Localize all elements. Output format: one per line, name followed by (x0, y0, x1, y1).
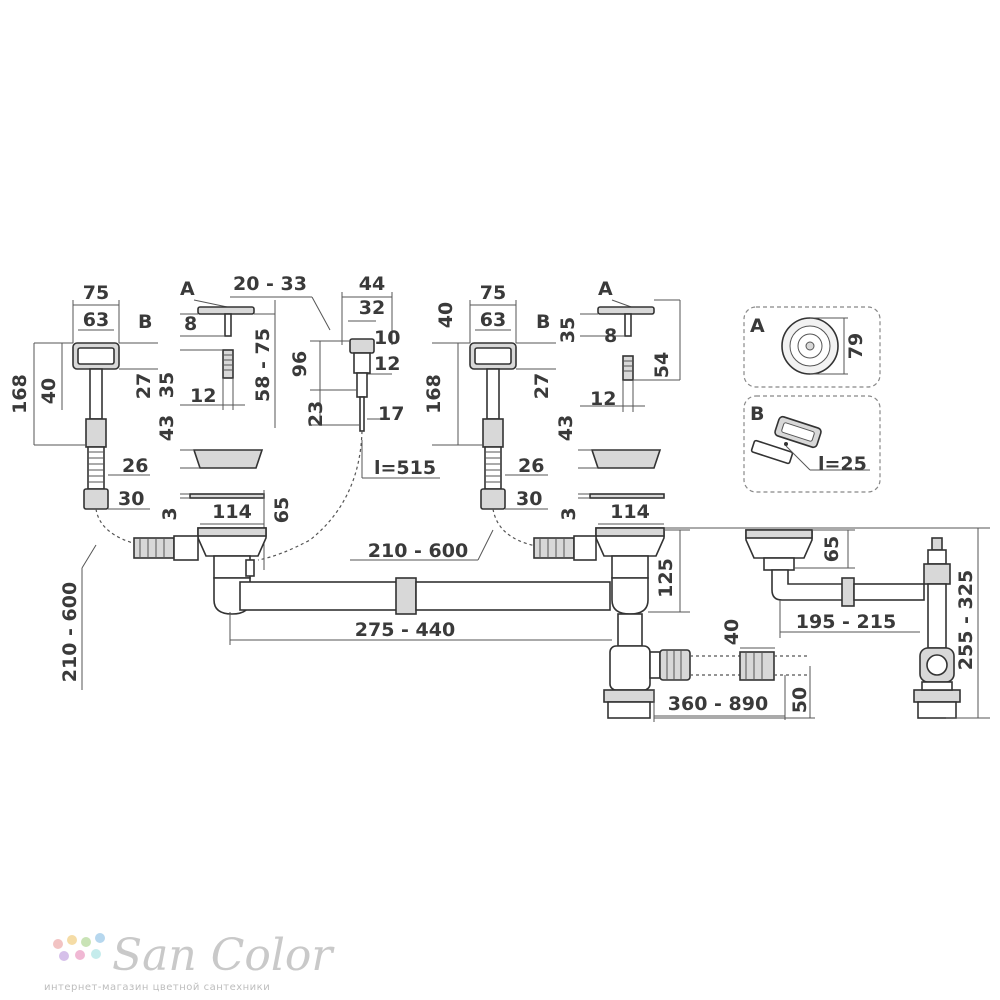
side-dim-195-215: 195 - 215 (796, 611, 896, 633)
detail-a-panel: A 79 (743, 306, 881, 388)
left-dim-3: 3 (159, 507, 181, 520)
left-label-a: A (180, 278, 195, 300)
left-dim-12: 12 (190, 385, 216, 407)
right-overflow-hose-path (492, 508, 537, 547)
popup-dim-10: 10 (374, 327, 400, 349)
right-overflow-assembly: 40 75 63 B 168 27 35 26 30 (423, 282, 579, 510)
left-plug-assembly: A 8 12 35 58 - 75 43 3 114 65 (156, 278, 293, 570)
left-strainer-basket (192, 449, 264, 469)
side-dim-height: 255 - 325 (955, 570, 977, 670)
right-plug-assembly: A 8 54 12 43 3 114 (555, 278, 681, 525)
right-label-a: A (598, 278, 613, 300)
left-gasket (189, 493, 265, 499)
left-overflow-hose-path (95, 508, 141, 546)
popup-dim-44: 44 (359, 273, 385, 295)
detail-b-overflow-plate (750, 439, 794, 465)
left-dim-58-75: 58 - 75 (252, 328, 274, 402)
left-label-b: B (138, 311, 152, 333)
right-dim-54: 54 (651, 352, 673, 378)
right-dim-27: 27 (531, 373, 553, 399)
popup-dim-12: 12 (374, 353, 400, 375)
popup-dim-23: 23 (305, 401, 327, 427)
popup-dim-cable: l=515 (374, 457, 436, 479)
right-dim-75: 75 (480, 282, 506, 304)
left-dim-8: 8 (184, 313, 197, 335)
left-dim-30: 30 (118, 488, 144, 510)
right-strainer-basket (590, 449, 662, 469)
popup-cable-path (257, 430, 363, 561)
left-plug-cap (197, 306, 255, 315)
popup-dim-20-33: 20 - 33 (233, 273, 307, 295)
left-dim-40: 40 (38, 378, 60, 404)
popup-button (349, 338, 375, 354)
detail-a-dim: 79 (845, 333, 867, 359)
left-dim-75: 75 (83, 282, 109, 304)
detail-b-dim: l=25 (818, 453, 867, 475)
right-plug-cap (597, 306, 655, 315)
left-dim-35: 35 (156, 372, 178, 398)
detail-a-label: A (750, 315, 765, 337)
right-dim-30: 30 (516, 488, 542, 510)
left-dim-65: 65 (271, 497, 293, 523)
left-dim-hose-length: 210 - 600 (59, 582, 81, 682)
left-drain-pipes: 275 - 440 (133, 527, 612, 645)
watermark: San Color интернет-магазин цветной санте… (44, 930, 335, 993)
watermark-brand: San Color (112, 930, 335, 981)
left-dim-114: 114 (212, 501, 252, 523)
popup-assembly: 20 - 33 44 32 10 12 96 23 17 l=515 (230, 273, 440, 561)
popup-dim-32: 32 (359, 297, 385, 319)
right-dim-12: 12 (590, 388, 616, 410)
side-view: 65 195 - 215 255 - 325 (664, 527, 990, 719)
side-vent-cap (931, 537, 943, 551)
connector-pipe (239, 581, 401, 611)
left-dim-26: 26 (122, 455, 148, 477)
detail-b-label: B (750, 403, 764, 425)
drop-dim-125: 125 (655, 558, 677, 598)
left-overflow-assembly: 75 63 B 168 40 27 26 30 (9, 282, 158, 510)
detail-b-overflow-cover (774, 415, 822, 449)
popup-dim-17: 17 (378, 403, 404, 425)
outlet-dim-50: 50 (789, 687, 811, 713)
right-dim-43: 43 (555, 415, 577, 441)
outlet-dim-range: 360 - 890 (668, 693, 768, 715)
right-label-b: B (536, 311, 550, 333)
right-dim-168: 168 (423, 374, 445, 414)
bottle-trap (609, 645, 651, 691)
right-gasket (589, 493, 665, 499)
right-dim-114: 114 (610, 501, 650, 523)
right-dim-8: 8 (604, 325, 617, 347)
popup-dim-96: 96 (289, 351, 311, 377)
connector-dim: 275 - 440 (355, 619, 455, 641)
right-dim-26: 26 (518, 455, 544, 477)
watermark-dots (53, 933, 105, 961)
right-dim-3: 3 (558, 507, 580, 520)
right-dim-hose-length: 210 - 600 (368, 540, 468, 562)
right-screw (622, 355, 634, 381)
watermark-tagline: интернет-магазин цветной сантехники (44, 982, 270, 993)
detail-b-panel: B l=25 (743, 395, 881, 493)
left-dim-168: 168 (9, 374, 31, 414)
left-screw (222, 349, 234, 379)
outlet-adapter (739, 651, 775, 681)
right-dim-35: 35 (557, 317, 579, 343)
right-dim-63: 63 (480, 309, 506, 331)
side-dim-65: 65 (821, 536, 843, 562)
right-dim-40: 40 (435, 302, 457, 328)
outlet-dim-40: 40 (721, 619, 743, 645)
left-dim-43: 43 (156, 415, 178, 441)
left-dim-27: 27 (133, 373, 155, 399)
left-dim-63: 63 (83, 309, 109, 331)
